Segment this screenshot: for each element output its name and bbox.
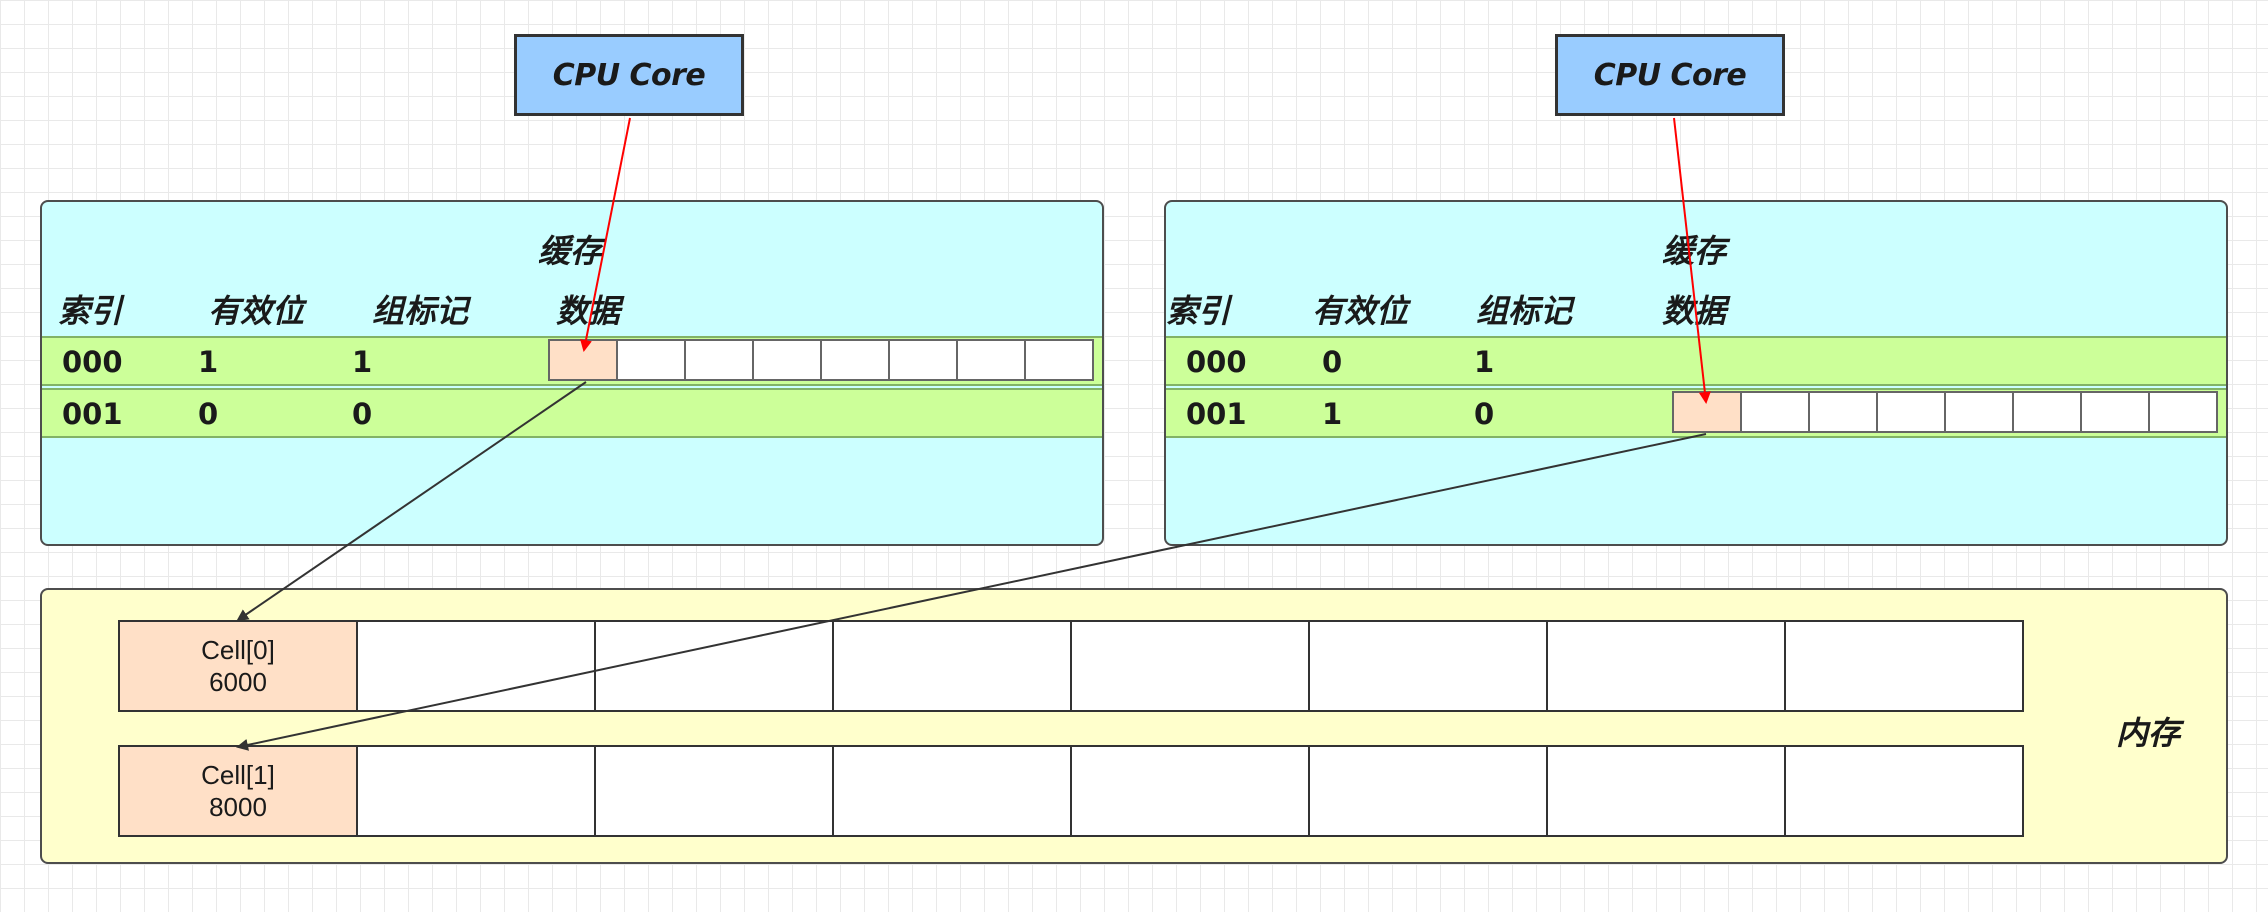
cache-line-cell [1944, 393, 2012, 431]
cache-line-cell [2148, 393, 2216, 431]
cache-left-header-index: 索引 [58, 292, 123, 330]
cache-line-cell [1024, 341, 1092, 379]
cache-left-row0-index: 000 [62, 345, 123, 379]
cache-right-header-index: 索引 [1166, 292, 1231, 330]
cache-left-to-memory-arrow [236, 381, 587, 622]
memory-cell [1546, 747, 1784, 835]
cache-left-row1-tag: 0 [352, 397, 373, 431]
cache-line-cell [820, 341, 888, 379]
memory-row-1: Cell[1] 8000 [118, 745, 2024, 837]
memory-cell [1308, 622, 1546, 710]
memory-cell [594, 622, 832, 710]
memory-cell [1308, 747, 1546, 835]
cache-right-title: 缓存 [1662, 232, 1727, 270]
memory-cell [832, 622, 1070, 710]
core-right-to-cache-arrow [1673, 117, 1711, 404]
memory-cell-1-name: Cell[1] [201, 759, 275, 790]
cache-left-header-data: 数据 [556, 292, 621, 330]
cache-left-header-valid: 有效位 [208, 292, 305, 330]
memory-cell-1-value: 8000 [209, 792, 267, 822]
cache-left-line-000 [548, 339, 1094, 381]
cpu-core-left-label: CPU Core [552, 57, 706, 93]
cache-line-cell [2080, 393, 2148, 431]
cache-line-cell [1740, 393, 1808, 431]
cache-right-to-memory-arrow [236, 433, 1707, 751]
memory-cell [356, 622, 594, 710]
cache-left-row1-valid: 0 [198, 397, 219, 431]
cache-right-row1-valid: 1 [1322, 397, 1343, 431]
cache-left-row1-index: 001 [62, 397, 123, 431]
cache-left-header-tag: 组标记 [372, 292, 469, 330]
cpu-core-right[interactable]: CPU Core [1555, 34, 1785, 116]
cache-line-cell [1876, 393, 1944, 431]
cache-line-cell [2012, 393, 2080, 431]
core-left-to-cache-arrow [580, 117, 631, 352]
cache-right-row0-valid: 0 [1322, 345, 1343, 379]
memory-cell [1784, 622, 2022, 710]
cache-right-row1-tag: 0 [1474, 397, 1495, 431]
memory-cell [1070, 747, 1308, 835]
cache-right-row0-index: 000 [1186, 345, 1247, 379]
cache-line-cell [684, 341, 752, 379]
cache-line-cell [888, 341, 956, 379]
memory-cell [1784, 747, 2022, 835]
cpu-core-right-label: CPU Core [1593, 57, 1747, 93]
cache-right-row-000 [1166, 336, 2226, 386]
memory-cell [356, 747, 594, 835]
cpu-core-left[interactable]: CPU Core [514, 34, 744, 116]
memory-cell [1070, 622, 1308, 710]
cache-line-cell [616, 341, 684, 379]
cache-left-row-001 [42, 388, 1102, 438]
memory-cell [594, 747, 832, 835]
memory-label: 内存 [2116, 714, 2181, 752]
cache-left-row0-valid: 1 [198, 345, 219, 379]
memory-cell-1[interactable]: Cell[1] 8000 [120, 747, 356, 835]
cache-left-title: 缓存 [538, 232, 603, 270]
memory-cell-0-value: 6000 [209, 667, 267, 697]
memory-cell-0-name: Cell[0] [201, 634, 275, 665]
cache-right-header-tag: 组标记 [1476, 292, 1573, 330]
memory-cell-0[interactable]: Cell[0] 6000 [120, 622, 356, 710]
cache-left-row0-tag: 1 [352, 345, 373, 379]
cache-line-cell [1808, 393, 1876, 431]
memory-row-0: Cell[0] 6000 [118, 620, 2024, 712]
memory-cell [832, 747, 1070, 835]
cache-line-cell [956, 341, 1024, 379]
cache-right-row0-tag: 1 [1474, 345, 1495, 379]
cache-line-cell [752, 341, 820, 379]
memory-cell [1546, 622, 1784, 710]
cache-right-header-valid: 有效位 [1312, 292, 1409, 330]
cache-right-row1-index: 001 [1186, 397, 1247, 431]
